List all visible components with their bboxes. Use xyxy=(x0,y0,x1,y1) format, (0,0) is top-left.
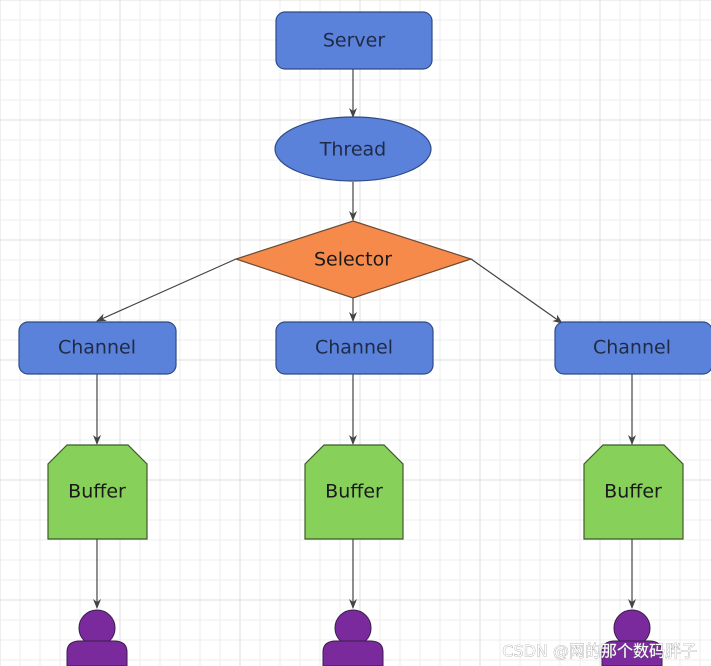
buffer-center-label: Buffer xyxy=(325,481,383,503)
user-icon-left xyxy=(66,609,128,666)
channel-left-label: Channel xyxy=(58,337,136,359)
node-selector: Selector xyxy=(234,220,473,299)
node-buffer-left: Buffer xyxy=(47,444,148,540)
node-channel-left: Channel xyxy=(18,321,177,375)
buffer-center-shape xyxy=(304,444,404,540)
channel-center-box xyxy=(275,321,434,375)
edges xyxy=(93,69,636,609)
server-label: Server xyxy=(323,30,385,52)
channel-right-label: Channel xyxy=(593,337,671,359)
node-server: Server xyxy=(275,11,433,70)
edge-selector-channel-right xyxy=(470,258,563,324)
user-left-body xyxy=(66,640,128,666)
buffer-right-shape xyxy=(583,444,684,540)
user-center-body xyxy=(322,640,384,666)
selector-label: Selector xyxy=(314,249,392,271)
buffer-left-shape xyxy=(47,444,148,540)
edge-selector-channel-left xyxy=(96,258,237,322)
node-thread: Thread xyxy=(274,116,432,182)
user-right-body xyxy=(601,640,663,666)
node-channel-right: Channel xyxy=(554,321,711,375)
thread-label: Thread xyxy=(319,139,386,161)
server-box xyxy=(275,11,433,70)
user-icon-center xyxy=(322,609,384,666)
node-buffer-right: Buffer xyxy=(583,444,684,540)
user-icon-right xyxy=(601,609,663,666)
channel-center-label: Channel xyxy=(315,337,393,359)
node-channel-center: Channel xyxy=(275,321,434,375)
channel-left-box xyxy=(18,321,177,375)
channel-right-box xyxy=(554,321,711,375)
buffer-left-label: Buffer xyxy=(68,481,126,503)
node-buffer-center: Buffer xyxy=(304,444,404,540)
selector-diamond xyxy=(234,220,473,299)
thread-ellipse xyxy=(274,116,432,182)
watermark-text: CSDN @网的那个数码胖子 xyxy=(502,642,697,661)
buffer-right-label: Buffer xyxy=(604,481,662,503)
